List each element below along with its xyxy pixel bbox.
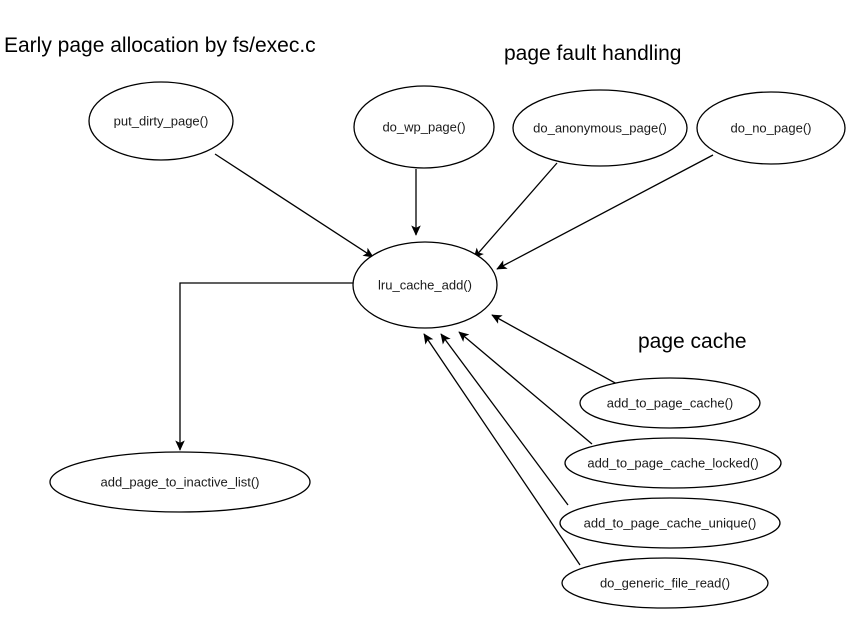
node-label-add_to_page_cache_locked: add_to_page_cache_locked() — [587, 455, 758, 470]
edges-layer — [175, 153, 714, 566]
node-lru_cache_add[interactable]: lru_cache_add() — [352, 241, 498, 329]
group-titles-layer: Early page allocation by fs/exec.c page f… — [4, 34, 747, 353]
node-label-add_to_page_cache: add_to_page_cache() — [607, 395, 734, 410]
node-do_anonymous_page[interactable]: do_anonymous_page() — [512, 89, 688, 167]
node-shape-do_anonymous_page — [512, 89, 688, 167]
node-label-do_anonymous_page: do_anonymous_page() — [533, 120, 667, 135]
node-shape-do_wp_page — [353, 85, 495, 169]
edge-do-no-page-to-lru — [496, 154, 714, 270]
node-label-add_to_page_cache_unique: add_to_page_cache_unique() — [584, 515, 757, 530]
nodes-layer: put_dirty_page() do_wp_page() do_anonymous… — [49, 81, 846, 609]
node-label-lru_cache_add: lru_cache_add() — [378, 277, 472, 292]
node-put_dirty_page[interactable]: put_dirty_page() — [88, 81, 234, 161]
group-title-page-fault-handling: page fault handling — [504, 42, 682, 65]
node-shape-do_generic_file_read — [561, 557, 769, 609]
node-label-do_generic_file_read: do_generic_file_read() — [600, 575, 730, 590]
edge-add-to-page-cache — [491, 314, 618, 385]
node-add_to_page_cache[interactable]: add_to_page_cache() — [579, 377, 761, 429]
node-shape-add_to_page_cache_locked — [564, 437, 782, 489]
node-do_generic_file_read[interactable]: do_generic_file_read() — [561, 557, 769, 609]
edge-put-dirty-page-to-lru — [214, 153, 374, 258]
node-shape-add_page_to_inactive_list — [49, 451, 311, 513]
edge-do-anonymous-to-lru — [473, 162, 558, 259]
edge-add-to-cache-unique — [440, 333, 569, 506]
node-shape-do_no_page — [696, 91, 846, 165]
node-label-add_page_to_inactive_list: add_page_to_inactive_list() — [101, 474, 260, 489]
node-shape-lru_cache_add — [352, 241, 498, 329]
node-shape-add_to_page_cache_unique — [559, 497, 781, 549]
edge-lru-to-inactive-list — [175, 282, 353, 451]
edge-add-to-cache-locked — [458, 331, 593, 445]
node-label-put_dirty_page: put_dirty_page() — [114, 113, 209, 128]
node-do_wp_page[interactable]: do_wp_page() — [353, 85, 495, 169]
node-label-do_wp_page: do_wp_page() — [382, 119, 465, 134]
group-title-early-page-allocation: Early page allocation by fs/exec.c — [4, 34, 316, 57]
node-add_to_page_cache_locked[interactable]: add_to_page_cache_locked() — [564, 437, 782, 489]
node-add_page_to_inactive_list[interactable]: add_page_to_inactive_list() — [49, 451, 311, 513]
node-add_to_page_cache_unique[interactable]: add_to_page_cache_unique() — [559, 497, 781, 549]
group-title-page-cache: page cache — [638, 330, 747, 353]
node-do_no_page[interactable]: do_no_page() — [696, 91, 846, 165]
edge-do-generic-file-read — [423, 333, 581, 566]
node-label-do_no_page: do_no_page() — [731, 120, 812, 135]
node-shape-add_to_page_cache — [579, 377, 761, 429]
node-shape-put_dirty_page — [88, 81, 234, 161]
